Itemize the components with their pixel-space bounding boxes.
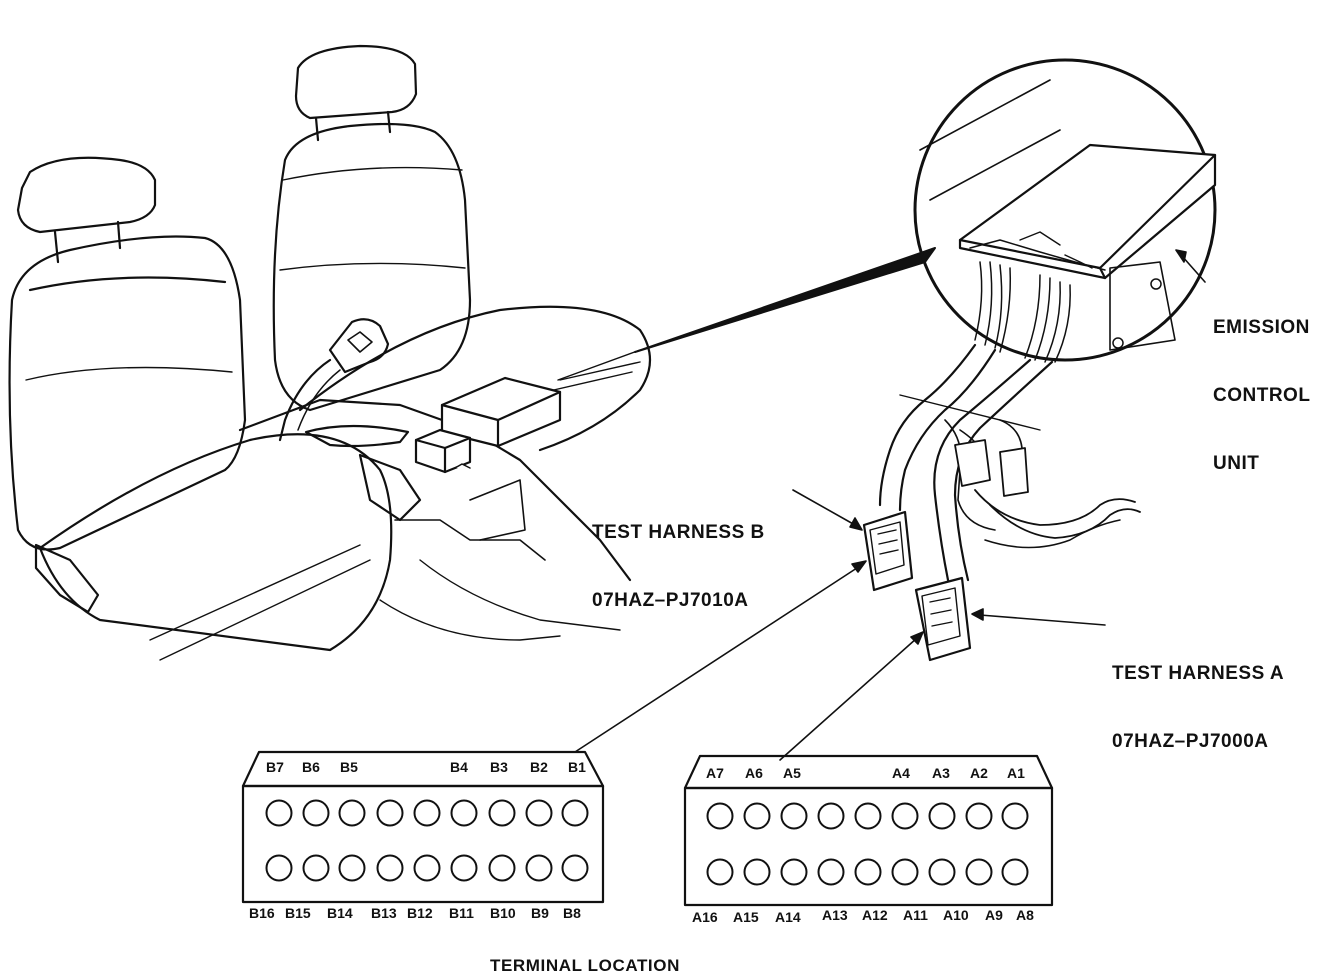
pin-label: B12 <box>407 905 433 921</box>
pin-label: B9 <box>531 905 549 921</box>
connector-a-terminal-hole <box>854 802 882 830</box>
connector-b-face <box>241 750 605 904</box>
connector-a-terminal-hole <box>743 802 771 830</box>
magnified-inset <box>913 58 1217 363</box>
harness-b-name: TEST HARNESS B <box>592 521 765 543</box>
magnify-leader <box>634 247 936 353</box>
connector-a-terminal-hole <box>891 802 919 830</box>
pin-label: B16 <box>249 905 275 921</box>
connector-b-terminal-hole <box>450 854 478 882</box>
ecu-module-small <box>414 376 562 474</box>
connector-b-terminal-hole <box>525 799 553 827</box>
pin-label: A12 <box>862 907 888 923</box>
connector-a-terminal-hole <box>780 858 808 886</box>
connector-a-terminal-hole <box>854 858 882 886</box>
pin-label: A8 <box>1016 907 1034 923</box>
connector-b-terminal-hole <box>265 799 293 827</box>
connector-b-terminal-hole <box>525 854 553 882</box>
connector-b-terminal-hole <box>302 799 330 827</box>
connector-a-terminal-hole <box>965 802 993 830</box>
connector-b-terminal-hole <box>450 799 478 827</box>
ecu-label-line-3: UNIT <box>1213 453 1260 475</box>
pin-label: A1 <box>1007 765 1025 781</box>
connector-a-terminal-hole <box>1001 858 1029 886</box>
pin-label: B14 <box>327 905 353 921</box>
connector-b-terminal-hole <box>338 799 366 827</box>
callout-arrows <box>574 249 1206 761</box>
connector-b-terminal-hole <box>265 854 293 882</box>
pin-label: B11 <box>449 905 474 921</box>
pin-label: B8 <box>563 905 581 921</box>
pin-label: A6 <box>745 765 763 781</box>
connector-b-terminal-hole <box>488 854 516 882</box>
connector-b-terminal-hole <box>302 854 330 882</box>
connector-a-terminal-hole <box>928 802 956 830</box>
terminal-holes <box>265 799 1029 886</box>
pin-label: B4 <box>450 759 468 775</box>
pin-label: A2 <box>970 765 988 781</box>
left-seat-drawing <box>8 156 393 661</box>
connector-a-terminal-hole <box>817 858 845 886</box>
connector-a-terminal-hole <box>706 802 734 830</box>
connector-b-terminal-hole <box>376 799 404 827</box>
pin-label: B5 <box>340 759 358 775</box>
connector-a-terminal-hole <box>817 802 845 830</box>
connector-a-terminal-hole <box>706 858 734 886</box>
connector-b-terminal-hole <box>488 799 516 827</box>
pin-label: A5 <box>783 765 801 781</box>
harness-b-connector-drawing <box>862 510 914 592</box>
connector-b-terminal-hole <box>413 799 441 827</box>
pin-label: A4 <box>892 765 910 781</box>
connector-a-terminal-hole <box>891 858 919 886</box>
pin-label: B6 <box>302 759 320 775</box>
connector-a-terminal-hole <box>743 858 771 886</box>
right-seat-drawing <box>272 44 651 452</box>
pin-label: B7 <box>266 759 284 775</box>
pin-label: A14 <box>775 909 801 925</box>
pin-label: B13 <box>371 905 397 921</box>
harness-a-label: TEST HARNESS A 07HAZ–PJ7000A <box>1112 617 1284 799</box>
pin-label: B2 <box>530 759 548 775</box>
pin-label: A9 <box>985 907 1003 923</box>
ecu-label-line-2: CONTROL <box>1213 384 1311 406</box>
connector-a-terminal-hole <box>780 802 808 830</box>
connector-b-terminal-hole <box>561 799 589 827</box>
connector-a-face <box>683 754 1054 907</box>
connector-a-terminal-hole <box>965 858 993 886</box>
pin-label: A10 <box>943 907 969 923</box>
pin-label: A3 <box>932 765 950 781</box>
pin-label: B15 <box>285 905 311 921</box>
connector-a-terminal-hole <box>928 858 956 886</box>
connector-b-terminal-hole <box>413 854 441 882</box>
harness-b-part-number: 07HAZ–PJ7010A <box>592 589 749 611</box>
pin-label: A13 <box>822 907 848 923</box>
pin-label: A11 <box>903 907 928 923</box>
connector-b-terminal-hole <box>376 854 404 882</box>
pin-label: A15 <box>733 909 759 925</box>
harness-b-label: TEST HARNESS B 07HAZ–PJ7010A <box>592 476 765 658</box>
harness-a-part-number: 07HAZ–PJ7000A <box>1112 730 1269 752</box>
pin-label: A16 <box>692 909 718 925</box>
pin-label: B3 <box>490 759 508 775</box>
pin-label: B1 <box>568 759 586 775</box>
harness-bundles <box>878 343 1141 582</box>
pin-label: B10 <box>490 905 516 921</box>
connector-a-terminal-hole <box>1001 802 1029 830</box>
seat-belt-buckle <box>278 318 390 442</box>
figure-caption: TERMINAL LOCATION <box>490 956 680 975</box>
harness-a-name: TEST HARNESS A <box>1112 662 1285 684</box>
harness-a-connector-drawing <box>914 576 972 662</box>
ecu-label-line-1: EMISSION <box>1213 316 1310 338</box>
ecu-label: EMISSION CONTROL UNIT <box>1213 271 1310 522</box>
pin-label: A7 <box>706 765 724 781</box>
connector-b-terminal-hole <box>338 854 366 882</box>
connector-b-terminal-hole <box>561 854 589 882</box>
